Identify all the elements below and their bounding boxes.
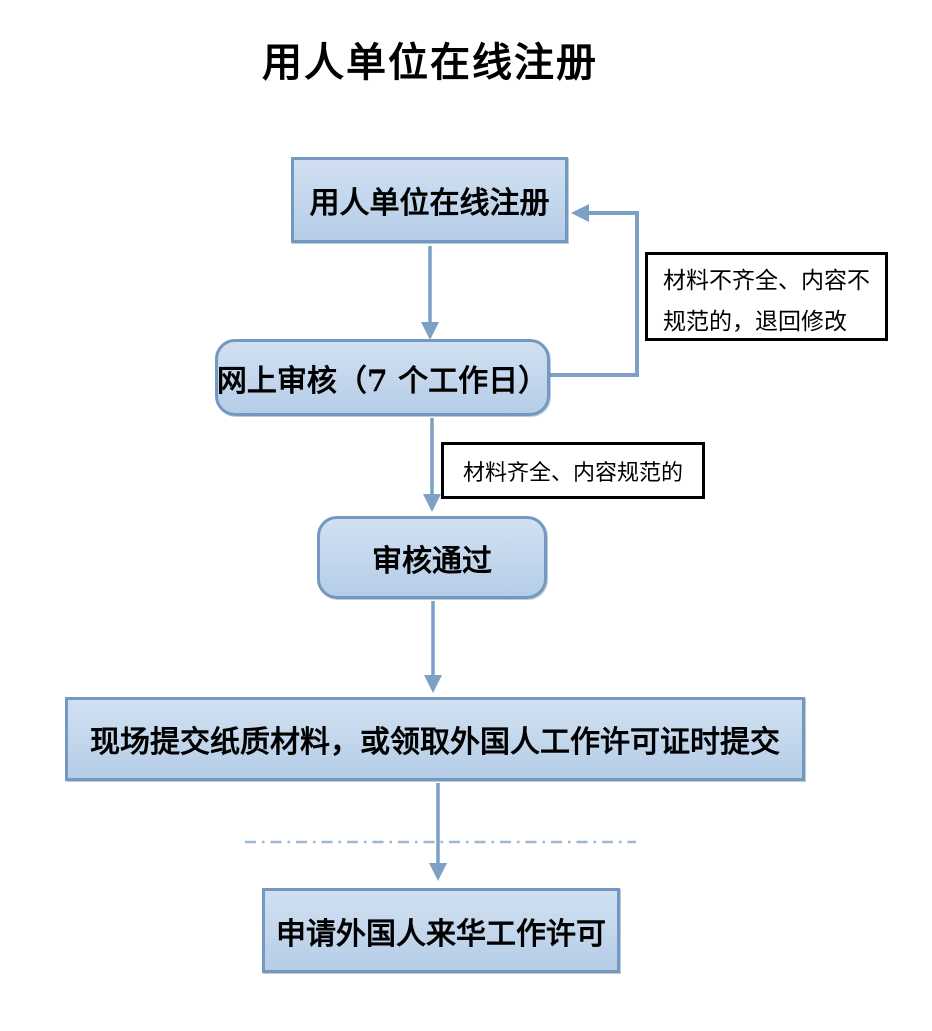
arrow-submit-to-apply	[429, 783, 447, 881]
node-submit-materials-label: 现场提交纸质材料，或领取外国人工作许可证时提交	[90, 725, 780, 760]
arrow-register-to-review	[421, 246, 439, 340]
annotation-return-note: 材料不齐全、内容不 规范的，退回修改	[645, 252, 888, 341]
arrow-review-to-approved	[423, 418, 441, 512]
node-submit-materials: 现场提交纸质材料，或领取外国人工作许可证时提交	[65, 697, 805, 781]
node-register-label: 用人单位在线注册	[309, 186, 550, 221]
node-approved: 审核通过	[317, 516, 547, 599]
node-register: 用人单位在线注册	[291, 157, 568, 243]
node-apply-permit-label: 申请外国人来华工作许可	[276, 916, 606, 952]
arrow-review-to-register-feedback	[550, 204, 639, 377]
node-apply-permit: 申请外国人来华工作许可	[262, 888, 620, 973]
annotation-pass-note: 材料齐全、内容规范的	[441, 442, 705, 499]
node-approved-label: 审核通过	[372, 543, 492, 579]
node-online-review-label: 网上审核（7 个工作日）	[216, 363, 549, 399]
node-online-review: 网上审核（7 个工作日）	[215, 339, 550, 416]
arrow-approved-to-submit	[424, 601, 442, 693]
page-title: 用人单位在线注册	[262, 39, 598, 86]
